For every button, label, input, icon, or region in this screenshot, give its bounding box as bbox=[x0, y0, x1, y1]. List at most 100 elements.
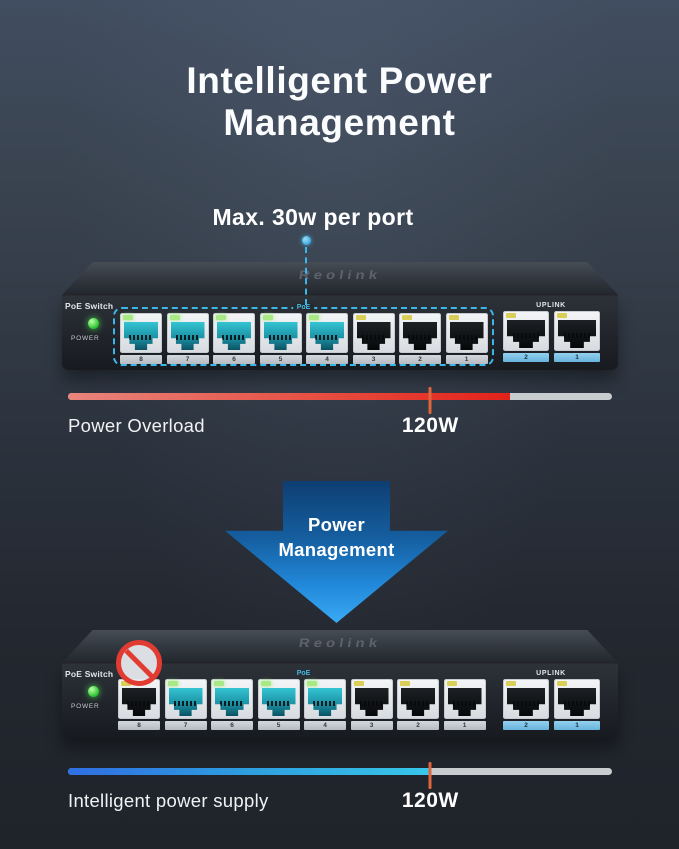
poe-zone-label: PoE bbox=[296, 670, 311, 677]
port-cavity bbox=[261, 688, 296, 716]
port-pins bbox=[454, 334, 479, 340]
port-pins bbox=[406, 700, 430, 706]
power-led-icon bbox=[88, 686, 99, 697]
port-pins bbox=[563, 700, 591, 706]
rj45-port-6: 6 bbox=[211, 679, 253, 730]
port-led-icon bbox=[400, 681, 410, 686]
port-jack bbox=[213, 313, 255, 353]
uplink-zone-label: UPLINK bbox=[536, 670, 566, 677]
port-number: 6 bbox=[211, 721, 253, 730]
rj45-port-3: 3 bbox=[350, 679, 393, 730]
page-title-line1: Intelligent Power bbox=[186, 60, 493, 101]
port-number: 2 bbox=[503, 721, 549, 730]
port-led-icon bbox=[307, 681, 317, 686]
managed-bar-fill bbox=[68, 768, 431, 775]
port-pins bbox=[173, 700, 198, 706]
poe-zone-label: PoE bbox=[292, 303, 315, 313]
port-cavity bbox=[449, 322, 484, 350]
rj45-port-7: 7 bbox=[164, 679, 207, 730]
overload-power-bar: Power Overload 120W bbox=[68, 387, 612, 442]
overload-limit-value: 120W bbox=[401, 414, 459, 437]
port-pins bbox=[175, 334, 200, 340]
port-number: 2 bbox=[503, 353, 549, 362]
prohibition-icon bbox=[116, 640, 162, 686]
managed-bar-label: Intelligent power supply bbox=[68, 790, 269, 811]
port-jack bbox=[503, 311, 549, 351]
rj45-port-1: 1 bbox=[443, 679, 486, 730]
port-cavity bbox=[168, 688, 203, 716]
port-number: 2 bbox=[397, 721, 439, 730]
port-number: 8 bbox=[120, 355, 162, 364]
port-number: 1 bbox=[443, 721, 486, 730]
port-pins bbox=[452, 700, 477, 706]
rj45-port-2: 2 bbox=[399, 313, 441, 364]
port-number: 1 bbox=[445, 355, 488, 364]
port-cavity bbox=[122, 688, 156, 716]
managed-limit-value: 120W bbox=[401, 789, 459, 812]
rj45-port-5: 5 bbox=[257, 679, 300, 730]
port-number: 1 bbox=[554, 353, 600, 362]
port-led-icon bbox=[309, 315, 319, 320]
rj45-port-2: 2 bbox=[503, 311, 549, 362]
port-cavity bbox=[124, 322, 158, 350]
port-cavity bbox=[354, 688, 389, 716]
port-jack bbox=[257, 679, 300, 719]
port-jack bbox=[445, 313, 488, 353]
port-cavity bbox=[401, 688, 435, 716]
port-pins bbox=[315, 334, 339, 340]
port-led-icon bbox=[355, 315, 366, 320]
port-led-icon bbox=[262, 315, 273, 320]
port-led-icon bbox=[448, 315, 459, 320]
rj45-port-2: 2 bbox=[397, 679, 439, 730]
port-cavity bbox=[217, 322, 251, 350]
port-led-icon bbox=[214, 681, 224, 686]
port-led-icon bbox=[216, 315, 226, 320]
port-led-icon bbox=[402, 315, 412, 320]
port-jack bbox=[443, 679, 486, 719]
overload-limit-tick bbox=[428, 387, 432, 414]
port-jack bbox=[503, 679, 549, 719]
rj45-port-1: 1 bbox=[445, 313, 488, 364]
power-label: POWER bbox=[71, 703, 100, 710]
page-title: Intelligent Power Management bbox=[0, 60, 679, 144]
port-cavity bbox=[308, 688, 342, 716]
port-number: 4 bbox=[304, 721, 346, 730]
port-number: 5 bbox=[259, 355, 302, 364]
port-pins bbox=[222, 334, 246, 340]
port-cavity bbox=[215, 688, 249, 716]
port-pins bbox=[129, 334, 153, 340]
port-led-icon bbox=[121, 681, 131, 686]
port-pins bbox=[361, 334, 386, 340]
port-cavity bbox=[403, 322, 437, 350]
reolink-logo: Reolink bbox=[297, 268, 383, 283]
power-led-icon bbox=[88, 318, 99, 329]
port-number: 6 bbox=[213, 355, 255, 364]
rj45-port-4: 4 bbox=[306, 313, 348, 364]
port-jack bbox=[350, 679, 393, 719]
rj45-port-5: 5 bbox=[259, 313, 302, 364]
port-led-icon bbox=[506, 313, 516, 318]
rj45-port-6: 6 bbox=[213, 313, 255, 364]
arrow-caption: Power Management bbox=[225, 481, 448, 563]
port-led-icon bbox=[260, 681, 271, 686]
port-number: 7 bbox=[166, 355, 209, 364]
rj45-port-7: 7 bbox=[166, 313, 209, 364]
managed-power-bar: Intelligent power supply 120W bbox=[68, 762, 612, 817]
port-number: 4 bbox=[306, 355, 348, 364]
port-number: 1 bbox=[554, 721, 600, 730]
arrow-caption-line2: Management bbox=[278, 538, 395, 560]
port-cavity bbox=[170, 322, 205, 350]
port-number: 2 bbox=[399, 355, 441, 364]
uplink-zone-label: UPLINK bbox=[536, 302, 566, 309]
port-led-icon bbox=[557, 313, 567, 318]
port-pins bbox=[268, 334, 293, 340]
callout-dashed-line bbox=[305, 247, 307, 305]
port-number: 3 bbox=[352, 355, 395, 364]
rj45-port-8: 8 bbox=[118, 679, 160, 730]
port-cavity bbox=[558, 688, 596, 716]
port-number: 8 bbox=[118, 721, 160, 730]
device-label: PoE Switch bbox=[65, 301, 114, 311]
